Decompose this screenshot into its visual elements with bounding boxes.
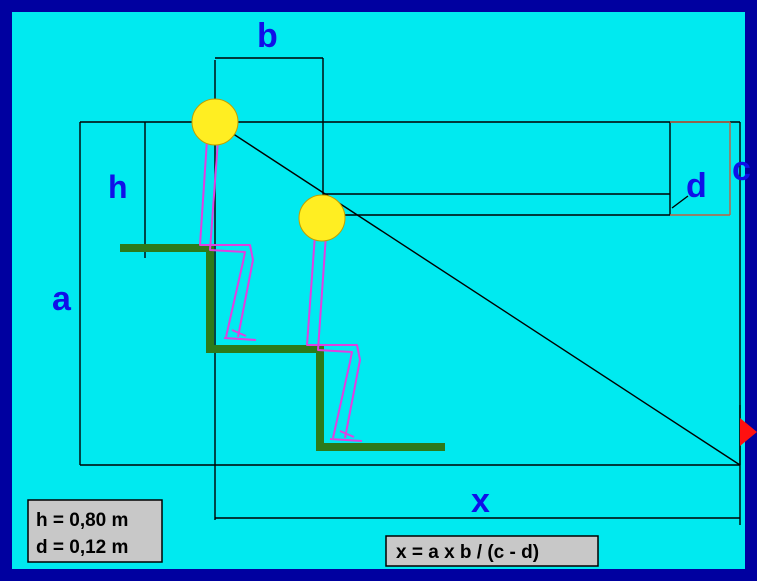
label-a: a [52, 280, 72, 318]
head [298, 194, 346, 242]
label-h: h [108, 169, 128, 205]
label-c: c [732, 150, 751, 188]
stairs [120, 244, 445, 451]
info-line-d: d = 0,12 m [36, 537, 128, 558]
formula-box: x = a x b / (c - d) [385, 535, 599, 567]
construction-lines [79, 57, 741, 525]
formula-text: x = a x b / (c - d) [396, 542, 539, 563]
seated-person-icon [298, 194, 363, 442]
head [191, 98, 239, 146]
info-line-h: h = 0,80 m [36, 510, 128, 531]
diagram-background [12, 12, 745, 569]
info-box: h = 0,80 m d = 0,12 m [27, 499, 163, 563]
c-dimension-line [670, 121, 731, 216]
label-b: b [257, 17, 278, 55]
label-d: d [686, 167, 707, 205]
red-flag-icon [739, 405, 757, 465]
sightline [214, 121, 741, 466]
seated-person-icon [191, 98, 257, 341]
label-x: x [471, 482, 490, 520]
